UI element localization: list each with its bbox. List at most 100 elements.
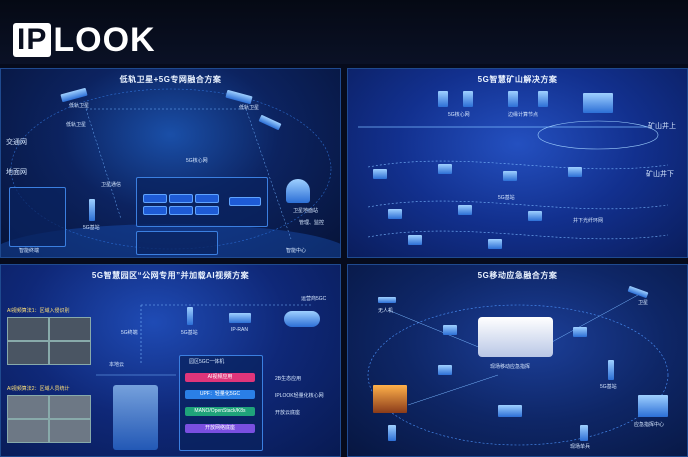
video-feed bbox=[7, 341, 49, 365]
router-icon bbox=[229, 313, 251, 323]
mine-surface-label: 矿山井上 bbox=[648, 121, 676, 131]
management-label: 管理、监控 bbox=[299, 219, 324, 226]
server-icon bbox=[463, 91, 473, 107]
video-feed bbox=[49, 395, 91, 419]
logo-ip: IP bbox=[13, 23, 51, 57]
mine-equipment-icon bbox=[568, 167, 582, 177]
backhaul-box bbox=[136, 231, 218, 255]
mine-equipment-icon bbox=[503, 171, 517, 181]
park-5gc-stack bbox=[179, 355, 263, 451]
server-icon bbox=[508, 91, 518, 107]
command-center-icon bbox=[638, 395, 668, 417]
panel-park[interactable]: 5G智慧园区“公网专用”并加载AI视频方案 AI视频算法1：区域入侵识别 AI视… bbox=[0, 264, 341, 457]
ambulance-icon bbox=[478, 317, 553, 357]
panel-mine[interactable]: 5G智慧矿山解决方案 5G核心网 边缘计算节点 矿山井上 矿山井下 井下光纤环网… bbox=[347, 68, 688, 258]
stack-ai-app: AI视频应用 bbox=[185, 373, 255, 382]
mine-equipment-icon bbox=[388, 209, 402, 219]
satellite-label: 低轨卫星 bbox=[66, 121, 86, 128]
ai-algo2-label: AI视频算法2：区域人员统计 bbox=[7, 385, 70, 392]
core-chip bbox=[169, 194, 193, 203]
satellite-comm-label: 卫星通信 bbox=[101, 181, 121, 188]
mine-edge-label: 边缘计算节点 bbox=[508, 111, 538, 118]
mine-ring-label: 井下光纤环网 bbox=[573, 217, 603, 224]
base-station-icon bbox=[187, 307, 193, 325]
park-base-station-label: 5G基站 bbox=[181, 329, 198, 336]
local-cloud-label: 本地云 bbox=[109, 361, 124, 368]
mine-equipment-icon bbox=[528, 211, 542, 221]
core-chip bbox=[195, 206, 219, 215]
satellite-label: 低轨卫星 bbox=[69, 102, 89, 109]
panel-mine-title: 5G智慧矿山解决方案 bbox=[348, 74, 687, 85]
drone-icon bbox=[378, 297, 396, 303]
mine-equipment-icon bbox=[408, 235, 422, 245]
mine-equipment-icon bbox=[373, 169, 387, 179]
drone-label: 无人机 bbox=[378, 307, 393, 314]
panel-emergency-title: 5G移动应急融合方案 bbox=[348, 270, 687, 281]
iplook-logo: IP LOOK bbox=[13, 22, 156, 58]
emergency-satellite-label: 卫星 bbox=[638, 299, 648, 306]
terminal-label: 智能终端 bbox=[19, 247, 39, 254]
emergency-base-station-label: 5G基站 bbox=[600, 383, 617, 390]
stack-mano: MANO/OpenStack/K8s bbox=[185, 407, 255, 416]
data-center-icon bbox=[113, 385, 158, 450]
panel-satellite-title: 低轨卫星+5G专网融合方案 bbox=[1, 74, 340, 85]
mine-underground-label: 矿山井下 bbox=[646, 169, 674, 179]
panel-emergency[interactable]: 5G移动应急融合方案 无人机 现场移动应急指挥 卫星 5G基站 应急指挥中心 现… bbox=[347, 264, 688, 457]
stack-upf: UPF：轻量化5GC bbox=[185, 390, 255, 399]
ground-station-dish-icon bbox=[286, 179, 310, 203]
responder-label: 现场单兵 bbox=[570, 443, 590, 450]
device-icon bbox=[443, 325, 457, 335]
video-feed bbox=[7, 419, 49, 443]
intelligence-center-label: 智能中心 bbox=[286, 247, 306, 254]
header: IP LOOK bbox=[0, 0, 688, 64]
terminal-grid bbox=[9, 187, 66, 247]
mine-equipment-icon bbox=[488, 239, 502, 249]
park-5gc-stack-title: 园区5GC一体机 bbox=[189, 358, 224, 365]
ground-station-label: 卫星地面站 bbox=[293, 207, 318, 214]
mine-equipment-icon bbox=[438, 164, 452, 174]
stack-note: IPLOOK轻量化核心网 bbox=[275, 392, 324, 399]
mine-diagram-lines bbox=[348, 69, 688, 258]
label-ground-network: 地面网 bbox=[6, 167, 27, 177]
ipran-label: IP-RAN bbox=[231, 327, 248, 333]
device-icon bbox=[438, 365, 452, 375]
core-chip bbox=[143, 194, 167, 203]
video-feed bbox=[7, 317, 49, 341]
responder-icon bbox=[580, 425, 588, 441]
command-vehicle-label: 现场移动应急指挥 bbox=[490, 363, 530, 370]
panel-satellite[interactable]: 低轨卫星+5G专网融合方案 低轨卫星 低轨卫星 低轨卫星 交通网 地面网 5G核… bbox=[0, 68, 341, 258]
responder-icon bbox=[388, 425, 396, 441]
base-station-icon bbox=[608, 360, 614, 380]
video-feed bbox=[49, 317, 91, 341]
base-station-icon bbox=[89, 199, 95, 221]
fire-scene-icon bbox=[373, 385, 407, 413]
mine-core-label: 5G核心网 bbox=[448, 111, 470, 118]
server-icon bbox=[438, 91, 448, 107]
base-station-label: 5G基站 bbox=[83, 224, 100, 231]
building-icon bbox=[583, 93, 613, 113]
video-feed bbox=[49, 419, 91, 443]
stack-note: 2B生态应用 bbox=[275, 375, 301, 382]
ai-algo1-label: AI视频算法1：区域入侵识别 bbox=[7, 307, 70, 314]
park-terminal-label: 5G终端 bbox=[121, 329, 138, 336]
mine-base-station-label: 5G基站 bbox=[498, 194, 515, 201]
logo-look: LOOK bbox=[53, 22, 155, 58]
cloud-icon bbox=[284, 311, 320, 327]
video-feed bbox=[7, 395, 49, 419]
core-chip bbox=[169, 206, 193, 215]
vehicle-icon bbox=[498, 405, 522, 417]
carrier-5gc-label: 运营商5GC bbox=[301, 295, 326, 302]
stack-open-network: 开放网络底座 bbox=[185, 424, 255, 433]
core-chip bbox=[229, 197, 261, 206]
stack-note: 开放云底座 bbox=[275, 409, 300, 416]
panel-park-title: 5G智慧园区“公网专用”并加载AI视频方案 bbox=[1, 270, 340, 281]
core-network-label: 5G核心网 bbox=[186, 157, 208, 164]
command-center-label: 应急指挥中心 bbox=[634, 421, 664, 428]
core-chip bbox=[143, 206, 167, 215]
device-icon bbox=[573, 327, 587, 337]
core-chip bbox=[195, 194, 219, 203]
label-traffic-network: 交通网 bbox=[6, 137, 27, 147]
satellite-label: 低轨卫星 bbox=[239, 104, 259, 111]
server-icon bbox=[538, 91, 548, 107]
mine-equipment-icon bbox=[458, 205, 472, 215]
